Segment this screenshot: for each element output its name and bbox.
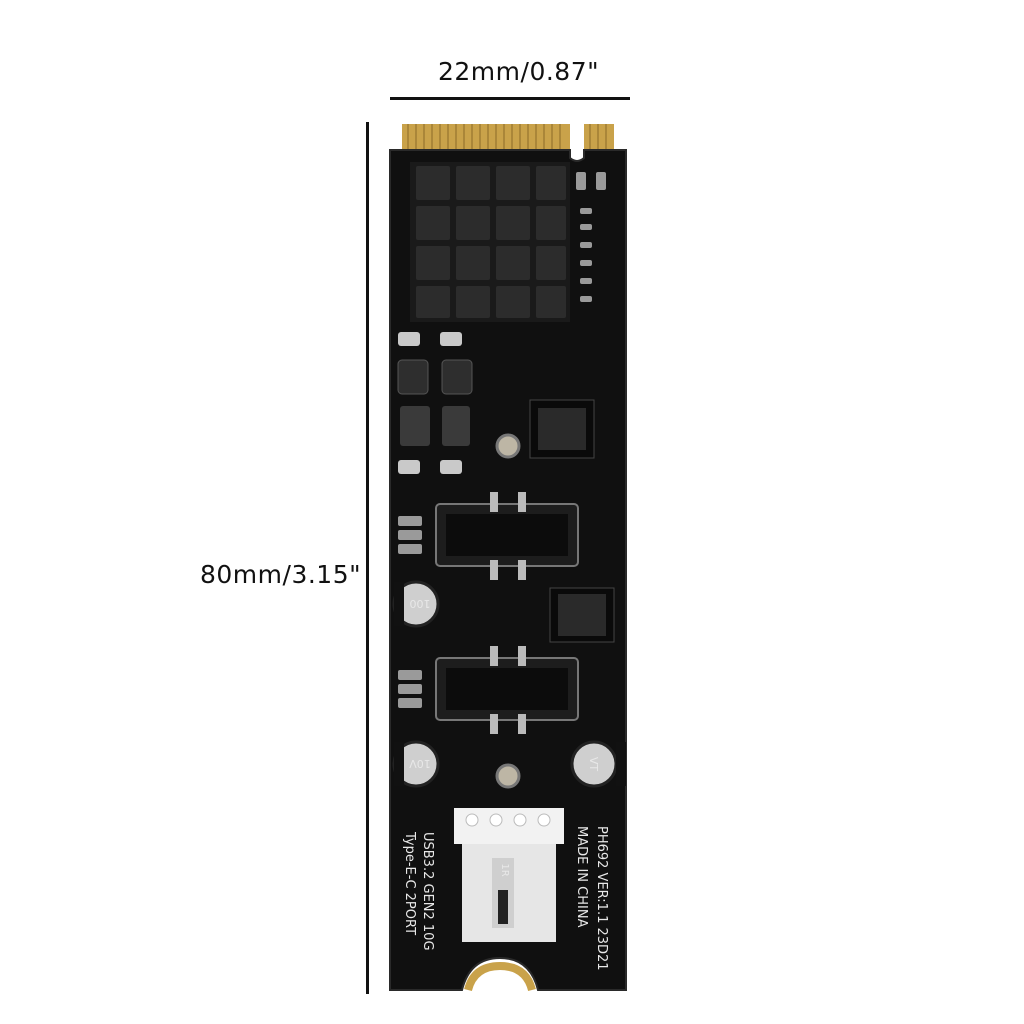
mounting-notch xyxy=(464,961,536,992)
capacitor-voltage-label: 10V xyxy=(409,757,431,770)
model-version-label: PH692 VER:1.1 23D21 xyxy=(594,826,609,971)
mounting-hole-lower xyxy=(495,763,521,789)
width-dimension-line xyxy=(390,97,630,100)
smd-capacitors-top xyxy=(576,172,606,302)
smd-resistor-array xyxy=(398,332,462,474)
m2-expansion-card: 100 10V VT 1R PH692 VER:1.1 23D21 MADE I… xyxy=(389,124,627,992)
height-dimension-label: 80mm/3.15" xyxy=(200,560,362,589)
controller-chip-u7 xyxy=(549,587,615,643)
capacitor-type-label: VT xyxy=(587,757,600,772)
electrolytic-capacitor-3: VT xyxy=(570,740,626,788)
width-dimension-label: 22mm/0.87" xyxy=(438,57,600,86)
spec-label-2: Type-E-C 2PORT xyxy=(402,831,417,935)
controller-chip-u11 xyxy=(529,399,595,459)
type-e-connector-2 xyxy=(435,646,579,734)
smd-capacitors-left xyxy=(398,516,422,708)
origin-label: MADE IN CHINA xyxy=(574,826,589,928)
inductors xyxy=(397,359,473,395)
regulators xyxy=(400,406,470,446)
spec-label-1: USB3.2 GEN2 10G xyxy=(420,832,435,951)
gold-edge-connector xyxy=(402,124,614,152)
connector-marking: 1R xyxy=(499,863,510,876)
mounting-hole-upper xyxy=(495,433,521,459)
power-header-connector: 1R xyxy=(454,808,564,942)
height-dimension-line xyxy=(366,122,369,994)
capacitor-value-label: 100 xyxy=(410,597,431,610)
electrolytic-capacitor-1: 100 xyxy=(392,580,440,628)
heatsink xyxy=(410,162,570,322)
electrolytic-capacitor-2: 10V xyxy=(392,740,440,788)
type-e-connector-1 xyxy=(435,492,579,580)
